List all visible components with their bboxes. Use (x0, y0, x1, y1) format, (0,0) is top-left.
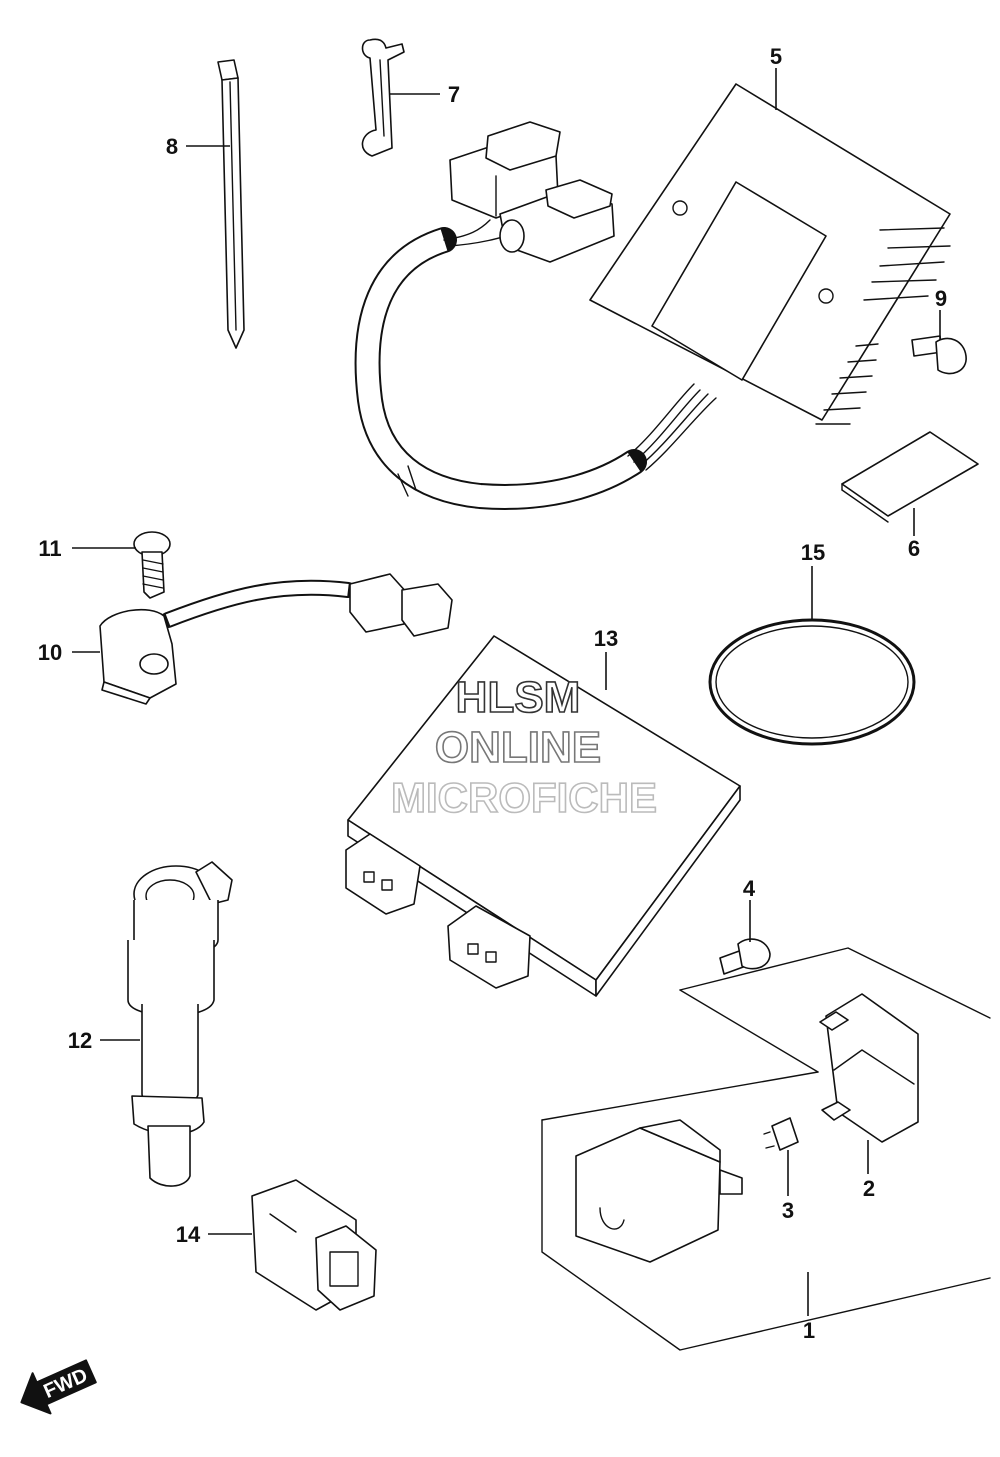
watermark-line-1: HLSM (456, 673, 581, 722)
part-15-o-ring[interactable] (708, 618, 916, 746)
callout-3[interactable]: 3 (782, 1198, 794, 1223)
callout-12[interactable]: 12 (68, 1028, 92, 1053)
part-13-ecu[interactable] (345, 635, 741, 997)
part-3-fuse[interactable] (763, 1117, 799, 1151)
callout-8[interactable]: 8 (166, 134, 178, 159)
part-1-relay-unit[interactable] (575, 1119, 743, 1263)
watermark: HLSM ONLINE MICROFICHE (390, 672, 658, 822)
leader-lines (72, 68, 941, 1316)
callout-10[interactable]: 10 (38, 640, 62, 665)
part-14-connector[interactable] (251, 1179, 377, 1311)
part-4-bolt[interactable] (719, 938, 771, 975)
part-5-regulator-assembly[interactable] (354, 83, 951, 510)
callout-9[interactable]: 9 (935, 286, 947, 311)
callout-4[interactable]: 4 (743, 876, 756, 901)
watermark-line-2: ONLINE (435, 723, 601, 772)
part-2-cover[interactable] (819, 993, 919, 1143)
callout-14[interactable]: 14 (176, 1222, 201, 1247)
callout-6[interactable]: 6 (908, 536, 920, 561)
callout-2[interactable]: 2 (863, 1176, 875, 1201)
callout-15[interactable]: 15 (801, 540, 825, 565)
part-6-pad[interactable] (841, 431, 979, 523)
part-7-clamp[interactable] (361, 38, 405, 157)
callout-5[interactable]: 5 (770, 44, 782, 69)
callout-numbers: 5 7 8 9 6 11 15 10 13 4 12 2 3 14 1 (38, 44, 947, 1343)
callout-7[interactable]: 7 (448, 82, 460, 107)
fwd-arrow-icon: FWD (20, 1359, 97, 1415)
part-8-cable-tie[interactable] (217, 59, 245, 349)
part-1-assembly-outline (541, 947, 991, 1351)
callout-13[interactable]: 13 (594, 626, 618, 651)
part-9-bolt[interactable] (911, 335, 967, 375)
callout-1[interactable]: 1 (803, 1318, 815, 1343)
watermark-line-3: MICROFICHE (391, 774, 657, 821)
part-11-screw[interactable] (133, 531, 171, 599)
part-12-ignition-coil[interactable] (127, 861, 233, 1187)
callout-11[interactable]: 11 (38, 536, 61, 561)
part-10-sensor[interactable] (99, 573, 453, 705)
